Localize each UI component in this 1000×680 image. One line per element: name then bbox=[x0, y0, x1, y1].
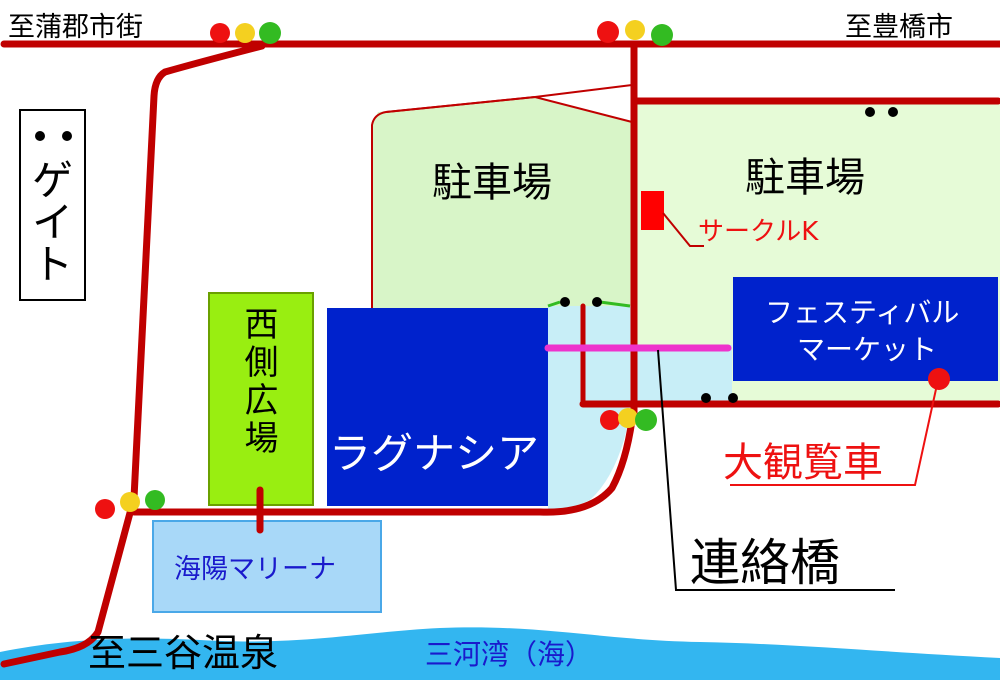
bridge-leader bbox=[657, 349, 895, 591]
dot-marker bbox=[592, 297, 602, 307]
ferris-wheel-marker[interactable] bbox=[928, 368, 950, 390]
gate-dot-right bbox=[62, 131, 72, 141]
traffic-signal-southwest bbox=[95, 490, 165, 519]
festival-market-block[interactable] bbox=[733, 277, 998, 381]
parking-west-access-road bbox=[385, 84, 633, 113]
direction-toyohashi-label: 至豊橋市 bbox=[845, 12, 953, 43]
road-west-vertical bbox=[0, 42, 266, 668]
road-south bbox=[130, 416, 636, 516]
traffic-signal-top-center bbox=[597, 20, 673, 46]
gate-box[interactable] bbox=[19, 109, 86, 301]
renraku-bashi-label: 連絡橋 bbox=[690, 534, 840, 592]
gate-dot-left bbox=[35, 131, 45, 141]
festival-market-label-line1: フェスティバル bbox=[765, 296, 959, 329]
nishigawa-hiroba-label: 西側広場 bbox=[238, 306, 278, 458]
lagoon-edge-green bbox=[547, 300, 631, 308]
kaiyo-marina-block[interactable] bbox=[152, 520, 382, 613]
dot-marker bbox=[560, 297, 570, 307]
dot-marker bbox=[888, 107, 898, 117]
circle-k-leader bbox=[662, 212, 704, 247]
ferris-leader bbox=[730, 379, 939, 486]
traffic-signal-top-left bbox=[210, 22, 281, 44]
market-water bbox=[632, 345, 732, 405]
parking-east-label: 駐車場 bbox=[745, 155, 865, 201]
parking-west-label: 駐車場 bbox=[432, 160, 552, 206]
parking-west-outline bbox=[371, 95, 633, 308]
kaiyo-marina-label: 海陽マリーナ bbox=[174, 554, 336, 585]
dot-marker bbox=[865, 107, 875, 117]
direction-sanya-onsen-label: 至三谷温泉 bbox=[88, 631, 278, 675]
laguna-shia-label: ラグナシア bbox=[329, 429, 539, 478]
festival-market-label-line2: マーケット bbox=[797, 333, 937, 366]
circle-k-label: サークルK bbox=[698, 217, 819, 247]
dot-marker bbox=[728, 393, 738, 403]
laguna-shia-block[interactable] bbox=[327, 308, 548, 506]
direction-gamagori-label: 至蒲郡市街 bbox=[8, 12, 143, 43]
traffic-signal-lagoon bbox=[600, 408, 657, 431]
circle-k-block[interactable] bbox=[641, 191, 664, 230]
dot-marker bbox=[701, 393, 711, 403]
gate-label: ゲイト bbox=[25, 158, 74, 284]
sea-label: 三河湾（海） bbox=[425, 638, 593, 671]
lagoon-water bbox=[548, 306, 632, 510]
sea-area bbox=[0, 627, 1000, 680]
parking-west-area bbox=[372, 97, 632, 308]
ferris-wheel-label: 大観覧車 bbox=[723, 440, 883, 486]
